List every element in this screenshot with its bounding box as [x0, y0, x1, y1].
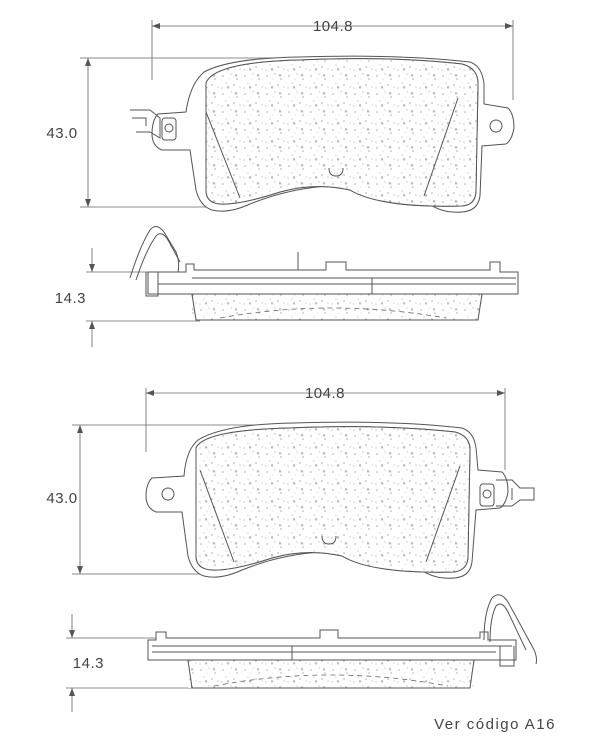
height-dimension-label: 43.0: [46, 490, 77, 507]
thickness-dimension-label: 14.3: [55, 290, 86, 307]
width-dimension-label: 104.8: [313, 18, 353, 35]
reference-code-note: Ver código A16: [434, 716, 556, 733]
mounting-hole: [489, 119, 503, 133]
height-dimension-label: 43.0: [46, 125, 77, 142]
width-dimension-label: 104.8: [305, 385, 345, 402]
thickness-dimension-label: 14.3: [73, 655, 104, 672]
pad-side-view-1: 14.3: [55, 226, 519, 347]
wear-indicator-clip: [479, 479, 535, 507]
wear-indicator-clip: [130, 109, 177, 141]
pad-front-view-2: 104.8 43.0: [46, 385, 535, 579]
pad-front-view-1: 104.8 43.0: [46, 18, 515, 213]
pad-side-view-2: 14.3: [66, 594, 537, 712]
mounting-hole: [161, 487, 175, 501]
